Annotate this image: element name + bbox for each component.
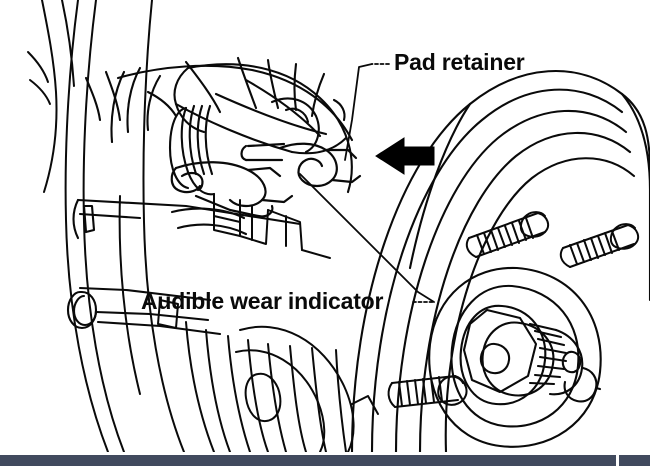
steering-knuckle [66, 198, 302, 336]
brake-hose-bracket [27, 0, 75, 193]
figure-svg [27, 0, 650, 452]
stud-upper-right [559, 223, 640, 268]
hub-nut [479, 321, 602, 403]
horizontal-scrollbar-track[interactable] [0, 455, 650, 466]
caliper-bracket [157, 193, 331, 329]
audible-wear-indicator-clip [170, 161, 294, 218]
horizontal-scrollbar-thumb[interactable] [0, 455, 619, 466]
rotor-group [350, 70, 650, 452]
stud-upper-left [465, 211, 550, 258]
pad-retainer-clip [240, 142, 362, 188]
leader-pad-retainer [344, 63, 390, 161]
technical-illustration: Pad retainer Audible wear indicator [27, 0, 650, 452]
bottom-bar [0, 452, 650, 469]
stud-lower-left [387, 375, 468, 408]
leader-audible-wear-indicator [299, 173, 435, 303]
caliper-boot [110, 66, 216, 196]
horizontal-scrollbar-end-segment[interactable] [622, 455, 650, 466]
callout-leaders [299, 63, 435, 303]
direction-arrow [375, 137, 435, 175]
callout-label-audible-wear-indicator: Audible wear indicator [141, 288, 384, 314]
callout-label-pad-retainer: Pad retainer [394, 49, 525, 75]
